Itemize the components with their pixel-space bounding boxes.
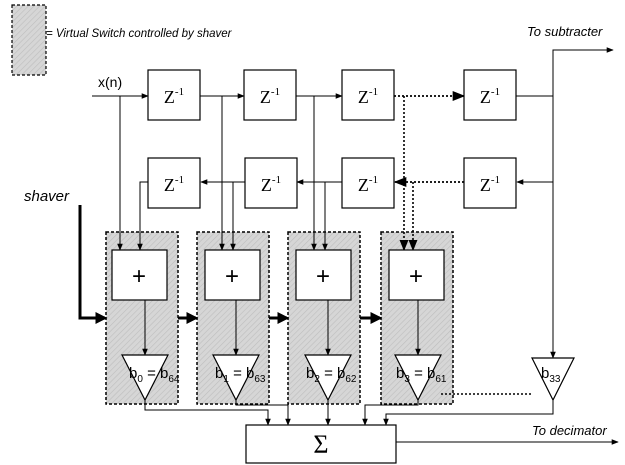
- legend: = Virtual Switch controlled by shaver: [11, 4, 233, 76]
- delay-elements: Z-1 Z-1 Z-1 Z-1 Z-1 Z-1 Z-1 Z-1: [147, 69, 517, 209]
- svg-text:Z-1: Z-1: [358, 174, 378, 195]
- delay-top-1: Z-1: [243, 69, 297, 121]
- summer: Σ: [245, 424, 619, 464]
- delay-bottom-1: Z-1: [244, 157, 298, 209]
- multiplier-b1: b1 = b63: [212, 354, 266, 402]
- to-decimator-label: To decimator: [532, 423, 607, 438]
- top-delay-line: [92, 47, 614, 359]
- legend-text: = Virtual Switch controlled by shaver: [46, 28, 233, 40]
- multiplier-b2: b2 = b62: [304, 354, 357, 402]
- tap-lines: [117, 96, 418, 252]
- delay-top-2: Z-1: [341, 69, 395, 121]
- shaver-control: [78, 205, 383, 324]
- delay-bottom-2: Z-1: [341, 157, 395, 209]
- input-label: x(n): [98, 74, 122, 90]
- svg-text:Σ: Σ: [313, 430, 328, 459]
- shaver-label: shaver: [24, 188, 70, 205]
- adder-1: +: [204, 249, 261, 301]
- to-subtracter-label: To subtracter: [527, 24, 603, 39]
- multipliers: b0 = b64 b1 = b63 b2 = b62 b3 = b61 b33: [121, 354, 575, 402]
- multiplier-b33: b33: [531, 357, 575, 402]
- sum-input-lines: [144, 393, 554, 426]
- svg-text:Z-1: Z-1: [261, 174, 281, 195]
- delay-symbol: Z: [164, 87, 175, 107]
- svg-text:Z-1: Z-1: [164, 174, 184, 195]
- svg-text:Z-1: Z-1: [480, 174, 500, 195]
- svg-text:Z-1: Z-1: [260, 86, 280, 107]
- multiplier-b0: b0 = b64: [121, 354, 180, 402]
- delay-bottom-3: Z-1: [463, 157, 517, 209]
- delay-top-3: Z-1: [463, 69, 517, 121]
- legend-swatch: [11, 4, 47, 76]
- delay-bottom-0: Z-1: [147, 157, 201, 209]
- adder-0: +: [111, 249, 168, 301]
- svg-text:+: +: [409, 263, 423, 290]
- multiplier-b3: b3 = b61: [394, 354, 447, 402]
- svg-text:Z-1: Z-1: [358, 86, 378, 107]
- adder-3: +: [388, 249, 445, 301]
- adder-2: +: [295, 249, 352, 301]
- svg-text:+: +: [316, 263, 330, 290]
- svg-text:+: +: [132, 263, 146, 290]
- adder-output-lines: [142, 300, 421, 356]
- delay-top-0: Z-1: [147, 69, 201, 121]
- svg-text:+: +: [225, 263, 239, 290]
- svg-text:Z-1: Z-1: [480, 86, 500, 107]
- svg-text:Z-1: Z-1: [164, 86, 184, 107]
- adders: + + + +: [111, 249, 445, 301]
